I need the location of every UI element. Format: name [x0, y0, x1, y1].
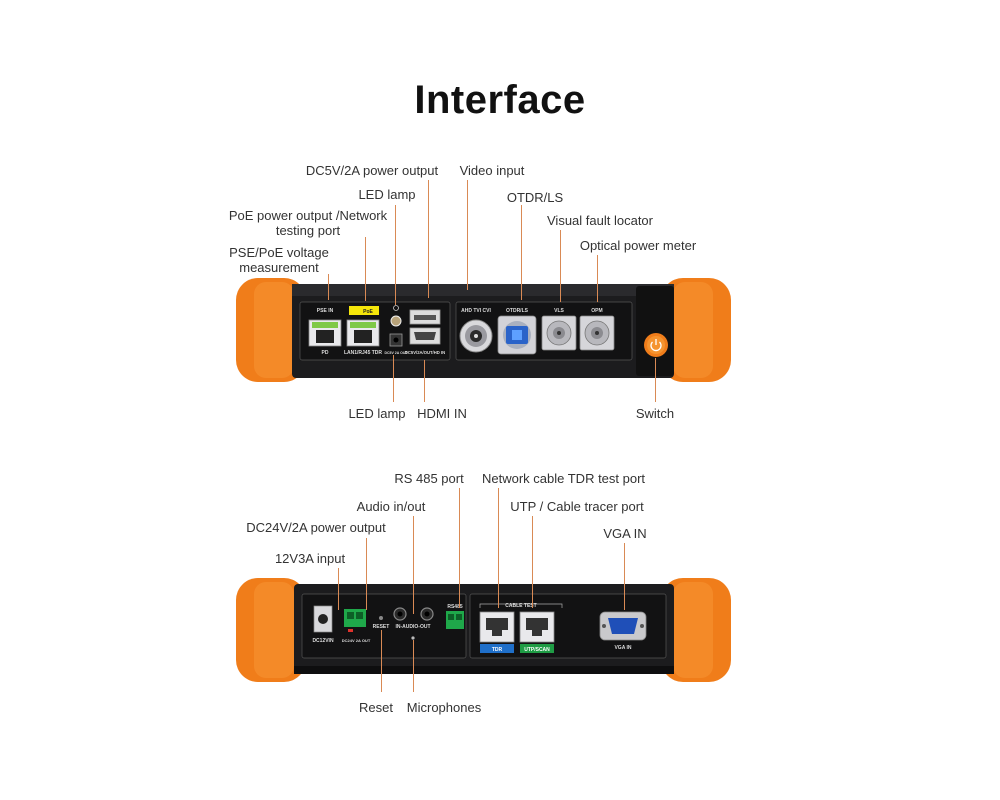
label-utp-scan: UTP/SCAN	[524, 647, 550, 653]
leader-vfl	[560, 230, 561, 302]
leader-poe-output	[365, 237, 366, 301]
callout-hdmi-in: HDMI IN	[417, 406, 467, 421]
bulb-icon	[393, 305, 399, 311]
reset-button[interactable]	[379, 616, 383, 620]
leader-switch	[655, 358, 656, 402]
callout-vga: VGA IN	[603, 526, 647, 541]
callout-mic: Microphones	[406, 700, 482, 715]
utp-scan-rj45-port[interactable]	[519, 611, 555, 643]
label-pse-in: PSE IN	[317, 308, 334, 314]
callout-video-input: Video input	[459, 163, 525, 178]
leader-dc24v	[366, 538, 367, 610]
dc12v-input-jack[interactable]	[313, 605, 333, 633]
callout-rs485: RS 485 port	[394, 471, 464, 486]
callout-led-lamp-top: LED lamp	[358, 187, 416, 202]
utp-scan-badge	[520, 644, 554, 653]
callout-dc24v: DC24V/2A power output	[246, 520, 386, 535]
leader-video-input	[467, 180, 468, 290]
leader-pse-poe	[328, 274, 329, 300]
hdmi-in-port[interactable]	[409, 327, 441, 345]
callout-audio: Audio in/out	[356, 499, 426, 514]
leader-tdr-port	[498, 488, 499, 608]
label-opm: OPM	[591, 308, 602, 314]
callout-pse-poe: PSE/PoE voltage measurement	[229, 245, 329, 275]
bnc-video-input[interactable]	[459, 319, 493, 353]
leader-otdr	[521, 205, 522, 300]
callout-opm: Optical power meter	[579, 238, 697, 253]
dc24v-terminal-block[interactable]	[344, 609, 366, 632]
vga-in-port[interactable]	[599, 611, 647, 641]
opm-connector[interactable]	[579, 315, 615, 351]
audio-out-jack[interactable]	[420, 607, 434, 621]
led-lamp	[390, 315, 402, 327]
bottom-device-panel: DC12VIN DC24V 2A OUT RESET IN-AUDIO-OUT …	[236, 578, 731, 682]
leader-mic	[413, 640, 414, 692]
callout-utp: UTP / Cable tracer port	[510, 499, 644, 514]
dc5v-usb-port[interactable]	[409, 309, 441, 325]
callout-tdr-port: Network cable TDR test port	[482, 471, 646, 486]
callout-reset: Reset	[359, 700, 393, 715]
tdr-badge	[480, 644, 514, 653]
callout-12v-input: 12V3A input	[274, 551, 346, 566]
label-lan-tdr: LAN1/RJ45 TDR	[344, 350, 382, 356]
label-vga-in: VGA IN	[614, 645, 631, 651]
pse-in-rj45-port[interactable]	[308, 319, 342, 347]
callout-poe-output: PoE power output /Network testing port	[228, 208, 388, 238]
microphone-hole	[411, 636, 415, 640]
label-vls: VLS	[554, 308, 564, 314]
leader-audio	[413, 516, 414, 614]
leader-led-lamp-top	[395, 205, 396, 305]
leader-vga	[624, 543, 625, 610]
vls-connector[interactable]	[541, 315, 577, 351]
lan1-rj45-port[interactable]	[346, 319, 380, 347]
label-rs485: RS485	[447, 604, 463, 610]
otdr-ls-connector[interactable]	[497, 315, 537, 355]
label-otdr: OTDR/LS	[506, 308, 529, 314]
label-ahd: AHD TVI CVI	[461, 308, 491, 314]
callout-switch: Switch	[635, 406, 675, 421]
label-dc24v: DC24V 2A OUT	[342, 638, 371, 643]
callout-dc5v-out: DC5V/2A power output	[305, 163, 439, 178]
leader-led-lamp-bottom	[393, 355, 394, 402]
label-poe: PoE	[363, 309, 373, 315]
leader-12v-input	[338, 568, 339, 610]
page-title: Interface	[414, 78, 586, 122]
label-dc5v-hdmi: DC5V/2A/OUT/HD IN	[405, 350, 445, 355]
poe-badge	[349, 306, 379, 315]
audio-in-jack[interactable]	[393, 607, 407, 621]
leader-utp	[532, 516, 533, 608]
label-pd: PD	[322, 350, 329, 356]
leader-reset	[381, 630, 382, 692]
power-switch-button[interactable]	[644, 333, 668, 357]
callout-led-lamp-bottom: LED lamp	[348, 406, 406, 421]
label-dc5v: DC5V 2A OUT	[384, 351, 408, 355]
label-in-audio-out: IN-AUDIO-OUT	[396, 624, 431, 630]
leader-dc5v-out	[428, 180, 429, 298]
tdr-rj45-port[interactable]	[479, 611, 515, 643]
callout-otdr: OTDR/LS	[506, 190, 564, 205]
leader-hdmi-in	[424, 360, 425, 402]
callout-vfl: Visual fault locator	[547, 213, 653, 228]
label-tdr: TDR	[492, 647, 503, 653]
label-cable-test: CABLE TEST	[505, 603, 536, 609]
leader-opm	[597, 255, 598, 302]
rs485-terminal-block[interactable]	[446, 611, 464, 629]
label-reset: RESET	[373, 624, 390, 630]
top-device-panel: PSE IN PoE PD LAN1/RJ45 TDR DC5V 2A OUT …	[236, 278, 731, 382]
label-dc12vin: DC12VIN	[312, 638, 334, 644]
leader-rs485	[459, 488, 460, 608]
